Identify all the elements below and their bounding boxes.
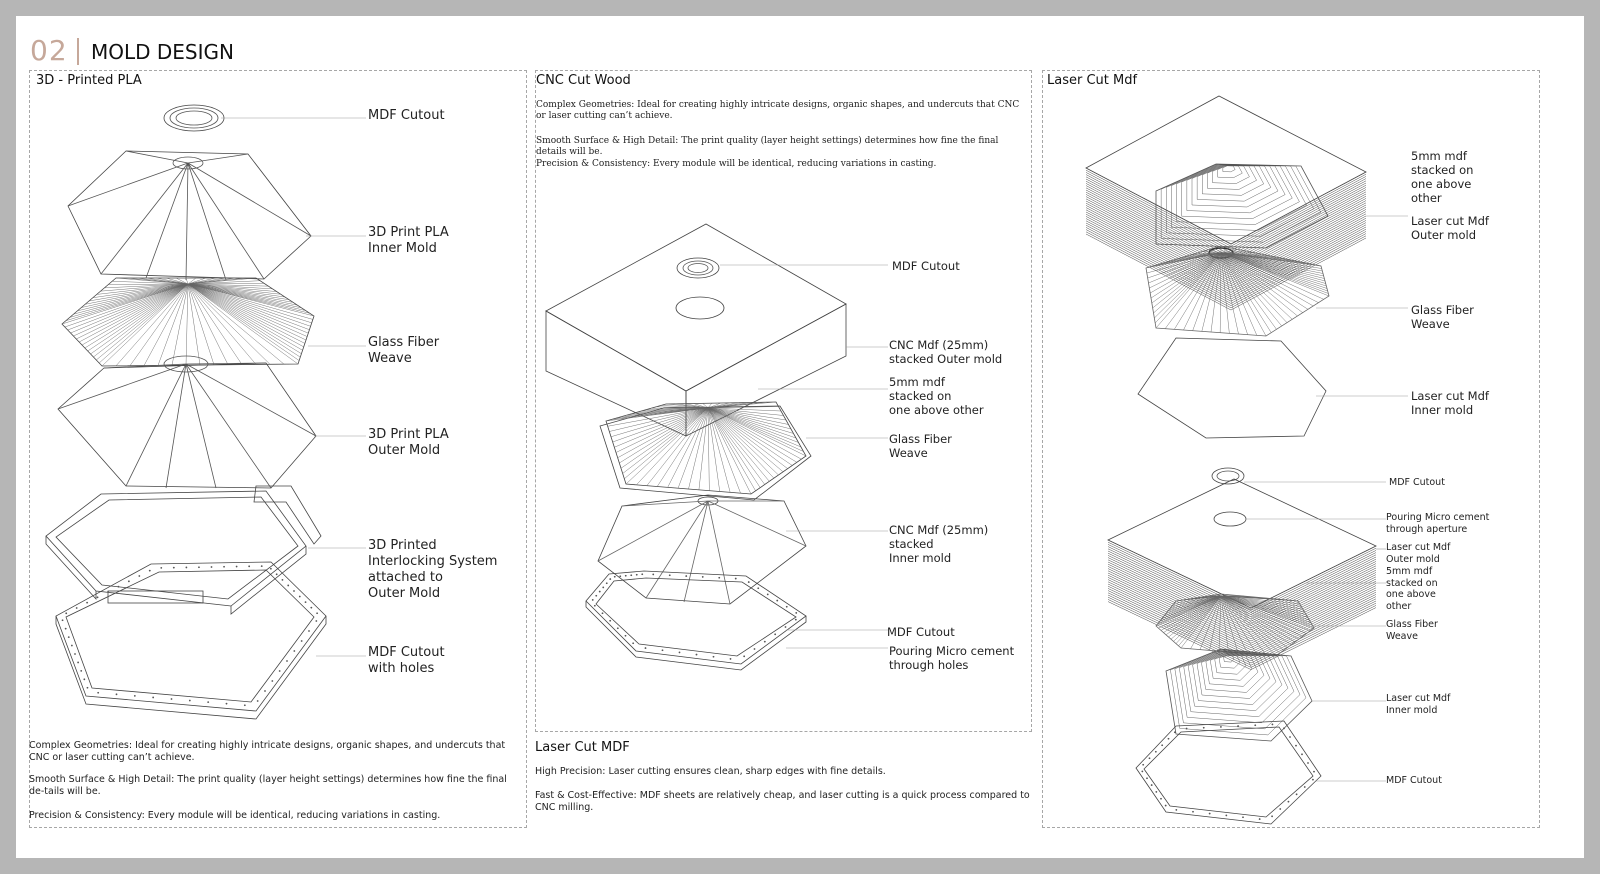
p3-laser-inner-mold-bottom (1165, 648, 1313, 742)
p2-label-inner-mold: CNC Mdf (25mm) stacked Inner mold (889, 523, 989, 565)
p3-label-outer-mold-top: Laser cut Mdf Outer mold (1411, 214, 1489, 242)
p2b-note-1: High Precision: Laser cutting ensures cl… (535, 766, 886, 777)
p1-inner-mold (67, 150, 312, 281)
p3-label-mdf-cutout-bottom: MDF Cutout (1386, 775, 1442, 786)
p3-mdf-cutout-ring (1211, 467, 1245, 485)
p1-label-interlocking: 3D Printed Interlocking System attached … (368, 538, 498, 601)
p2-glass-fiber-weave (599, 401, 812, 501)
p3-laser-inner-stack-top (1155, 163, 1329, 249)
p1-outer-mold (57, 355, 317, 489)
panel3-title: Laser Cut Mdf (1047, 73, 1138, 88)
p1-note-3: Precision & Consistency: Every module wi… (29, 810, 441, 821)
section-title: MOLD DESIGN (91, 40, 234, 64)
p2-note-1: Complex Geometries: Ideal for creating h… (536, 100, 1020, 121)
p3-laser-inner-mold-top (1137, 337, 1327, 439)
p3-label-stacked-bottom: 5mm mdf stacked on one above other (1386, 566, 1438, 612)
p3-label-outer-mold-bottom: Laser cut Mdf Outer mold (1386, 542, 1451, 565)
p1-note-2: Smooth Surface & High Detail: The print … (29, 774, 507, 797)
panel1-title: 3D - Printed PLA (36, 73, 142, 88)
p3-laser-outer-mold-bottom (1107, 478, 1377, 670)
p1-label-glass-fiber: Glass Fiber Weave (368, 335, 440, 366)
panel-3d-printed-pla (29, 70, 527, 828)
p2-leader-lines (720, 264, 888, 649)
p1-glass-fiber-weave (61, 277, 315, 367)
p1-interlocking-system (45, 485, 322, 615)
p1-label-inner-mold: 3D Print PLA Inner Mold (368, 225, 449, 256)
p2-cnc-inner-mold (597, 494, 807, 605)
p3-glass-fiber-weave-bottom (1155, 593, 1315, 657)
p3-label-glass-fiber-top: Glass Fiber Weave (1411, 303, 1474, 331)
panel-cnc-cut-wood (535, 70, 1032, 732)
drawing-sheet: 02 MOLD DESIGN 3D - Printed PLA CNC Cut … (16, 16, 1584, 858)
p3-leader-lines-bottom (1244, 481, 1386, 782)
mold-drawings (45, 95, 1408, 825)
p2b-note-2: Fast & Cost-Effective: MDF sheets are re… (535, 790, 1030, 813)
p1-mdf-cutout-holes (55, 561, 327, 720)
p3-label-inner-mold-bottom: Laser cut Mdf Inner mold (1386, 693, 1451, 716)
p3-leader-lines-top (1316, 215, 1408, 397)
p3-glass-fiber-weave-top (1145, 245, 1330, 337)
p1-label-outer-mold: 3D Print PLA Outer Mold (368, 427, 449, 458)
p2-label-stacked: 5mm mdf stacked on one above other (889, 375, 984, 417)
p2-label-mdf-cutout: MDF Cutout (892, 259, 960, 273)
p3-label-stacked-top: 5mm mdf stacked on one above other (1411, 149, 1474, 205)
p3-label-glass-fiber-bottom: Glass Fiber Weave (1386, 619, 1438, 642)
panel2b-title: Laser Cut MDF (535, 740, 630, 755)
p1-leader-lines (221, 117, 366, 657)
p1-label-mdf-holes: MDF Cutout with holes (368, 645, 445, 676)
section-number: 02 (30, 34, 68, 67)
p2-label-outer-mold: CNC Mdf (25mm) stacked Outer mold (889, 338, 1003, 366)
p3-mdf-cutout-bottom (1135, 720, 1322, 825)
header-divider (77, 38, 79, 65)
p2-mdf-cutout-ring (676, 257, 720, 279)
p3-label-pouring: Pouring Micro cement through aperture (1386, 512, 1490, 535)
p2-label-glass-fiber: Glass Fiber Weave (889, 432, 952, 460)
p1-note-1: Complex Geometries: Ideal for creating h… (29, 740, 506, 763)
p2-note-3: Precision & Consistency: Every module wi… (536, 159, 937, 169)
p2-note-2: Smooth Surface & High Detail: The print … (536, 136, 999, 157)
p2-label-mdf-cutout-2: MDF Cutout (887, 625, 955, 639)
panel2-title: CNC Cut Wood (536, 73, 631, 88)
p1-mdf-cutout-ring (163, 104, 225, 132)
p3-label-mdf-cutout: MDF Cutout (1389, 477, 1445, 488)
p3-label-inner-mold-top: Laser cut Mdf Inner mold (1411, 389, 1489, 417)
p2-label-pouring: Pouring Micro cement through holes (889, 644, 1015, 672)
panel-laser-cut-mdf (1042, 70, 1540, 828)
p2-mdf-cutout-holes (585, 570, 807, 671)
p1-label-mdf-cutout: MDF Cutout (368, 108, 445, 123)
